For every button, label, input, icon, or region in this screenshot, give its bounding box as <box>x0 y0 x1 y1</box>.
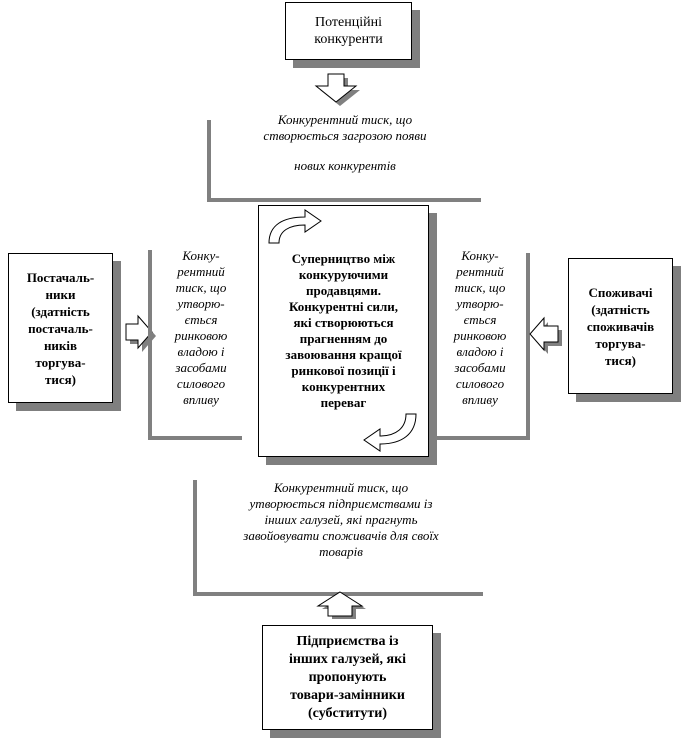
right-pressure-line-10: впливу <box>462 392 498 407</box>
rivalry-line-5: які створюються <box>293 315 394 330</box>
right-arrow-icon <box>125 314 156 352</box>
bottom-pressure-line-3: інших галузей, які прагнуть <box>264 512 418 527</box>
rivalry-line-7: завоювання кращої <box>285 347 402 362</box>
bottom-pressure-bracket-left <box>193 480 197 596</box>
right-pressure-line-5: ється <box>463 312 497 327</box>
rivalry-line-4: Конкурентні сили, <box>288 299 399 314</box>
suppliers-line-1: Постачаль- <box>26 269 95 285</box>
left-pressure-bracket-left <box>148 250 152 440</box>
potential-competitors-line-1: Потенційні <box>314 15 382 30</box>
suppliers-line-7: тися) <box>44 371 76 387</box>
rivalry-box: Суперництво між конкуруючими продавцями.… <box>258 205 429 457</box>
top-pressure-bracket-left <box>207 120 211 202</box>
buyers-line-2: (здатність <box>591 301 650 317</box>
substitutes-box: Підприємства із інших галузей, які пропо… <box>262 625 433 730</box>
left-pressure-line-7: владою і <box>177 344 225 359</box>
left-pressure-text: Конку- рентний тиск, що утворю- ється ри… <box>160 248 242 408</box>
right-pressure-text: Конку- рентний тиск, що утворю- ється ри… <box>438 248 522 408</box>
buyers-box: Споживачі (здатність споживачів торгува-… <box>568 258 673 394</box>
substitutes-line-2: інших галузей, які <box>288 651 407 667</box>
right-pressure-line-4: утворю- <box>456 296 504 311</box>
rivalry-line-2: конкуруючими <box>298 267 389 282</box>
left-pressure-line-1: Конку- <box>182 248 220 263</box>
curved-arrow-bottom-icon <box>363 413 417 452</box>
buyers-line-5: тися) <box>604 352 636 368</box>
bottom-pressure-line-1: Конкурентний тиск, що <box>273 480 409 495</box>
left-pressure-line-4: утворю- <box>177 296 225 311</box>
right-pressure-line-9: силового <box>455 376 505 391</box>
bottom-pressure-line-5: товарів <box>319 544 363 559</box>
right-pressure-line-8: засобами <box>454 360 506 375</box>
buyers-line-1: Споживачі <box>588 284 653 300</box>
right-pressure-line-6: ринковою <box>453 328 507 343</box>
top-pressure-line-1: Конкурентний тиск, що <box>277 112 413 127</box>
suppliers-box: Постачаль- ники (здатність постачаль- ни… <box>8 253 113 403</box>
right-pressure-line-3: тиск, що <box>454 280 506 295</box>
left-pressure-line-6: ринковою <box>174 328 228 343</box>
substitutes-line-1: Підприємства із <box>296 633 399 649</box>
right-pressure-line-7: владою і <box>456 344 504 359</box>
substitutes-line-3: пропонують <box>308 669 387 685</box>
left-pressure-line-3: тиск, що <box>175 280 227 295</box>
top-pressure-line-3: нових конкурентів <box>294 158 396 173</box>
potential-competitors-box: Потенційні конкуренти <box>285 2 412 60</box>
buyers-line-4: торгува- <box>595 335 646 351</box>
rivalry-line-1: Суперництво між <box>291 251 396 266</box>
suppliers-line-4: постачаль- <box>28 320 93 336</box>
left-pressure-line-8: засобами <box>175 360 227 375</box>
suppliers-line-5: ників <box>43 337 78 353</box>
right-pressure-line-1: Конку- <box>461 248 499 263</box>
bottom-pressure-text: Конкурентний тиск, що утворюється підпри… <box>200 480 482 560</box>
rivalry-line-9: конкурентних <box>301 379 386 394</box>
bottom-pressure-line-4: завойовувати споживачів для своїх <box>243 528 439 543</box>
right-pressure-line-2: рентний <box>456 264 504 279</box>
buyers-line-3: споживачів <box>586 318 655 334</box>
rivalry-line-10: переваг <box>320 395 367 410</box>
left-pressure-line-10: впливу <box>183 392 219 407</box>
rivalry-line-8: ринкової позиції і <box>291 363 396 378</box>
right-pressure-bracket-bottom <box>436 436 530 440</box>
top-pressure-line-2: створюється загрозою появи <box>263 128 427 143</box>
substitutes-line-5: (субститути) <box>308 705 387 721</box>
left-pressure-bracket-bottom <box>148 436 242 440</box>
suppliers-line-6: торгува- <box>35 354 86 370</box>
top-pressure-text: Конкурентний тиск, що створюється загроз… <box>230 112 460 174</box>
substitutes-line-4: товари-замінники <box>290 687 405 703</box>
curved-arrow-top-icon <box>268 209 322 244</box>
left-pressure-line-9: силового <box>176 376 226 391</box>
rivalry-line-3: продавцями. <box>305 283 382 298</box>
top-pressure-bracket-bottom <box>207 198 481 202</box>
down-arrow-icon <box>314 73 360 106</box>
suppliers-line-3: (здатність <box>31 303 90 319</box>
potential-competitors-line-2: конкуренти <box>314 32 383 47</box>
bottom-pressure-line-2: утворюється підприємствами із <box>249 496 433 511</box>
right-pressure-bracket-right <box>526 253 530 440</box>
rivalry-line-6: прагненням до <box>299 331 388 346</box>
left-pressure-line-5: ється <box>184 312 218 327</box>
left-arrow-icon <box>529 316 562 354</box>
left-pressure-line-2: рентний <box>177 264 225 279</box>
suppliers-line-2: ники <box>45 286 76 302</box>
up-arrow-icon <box>316 591 366 619</box>
